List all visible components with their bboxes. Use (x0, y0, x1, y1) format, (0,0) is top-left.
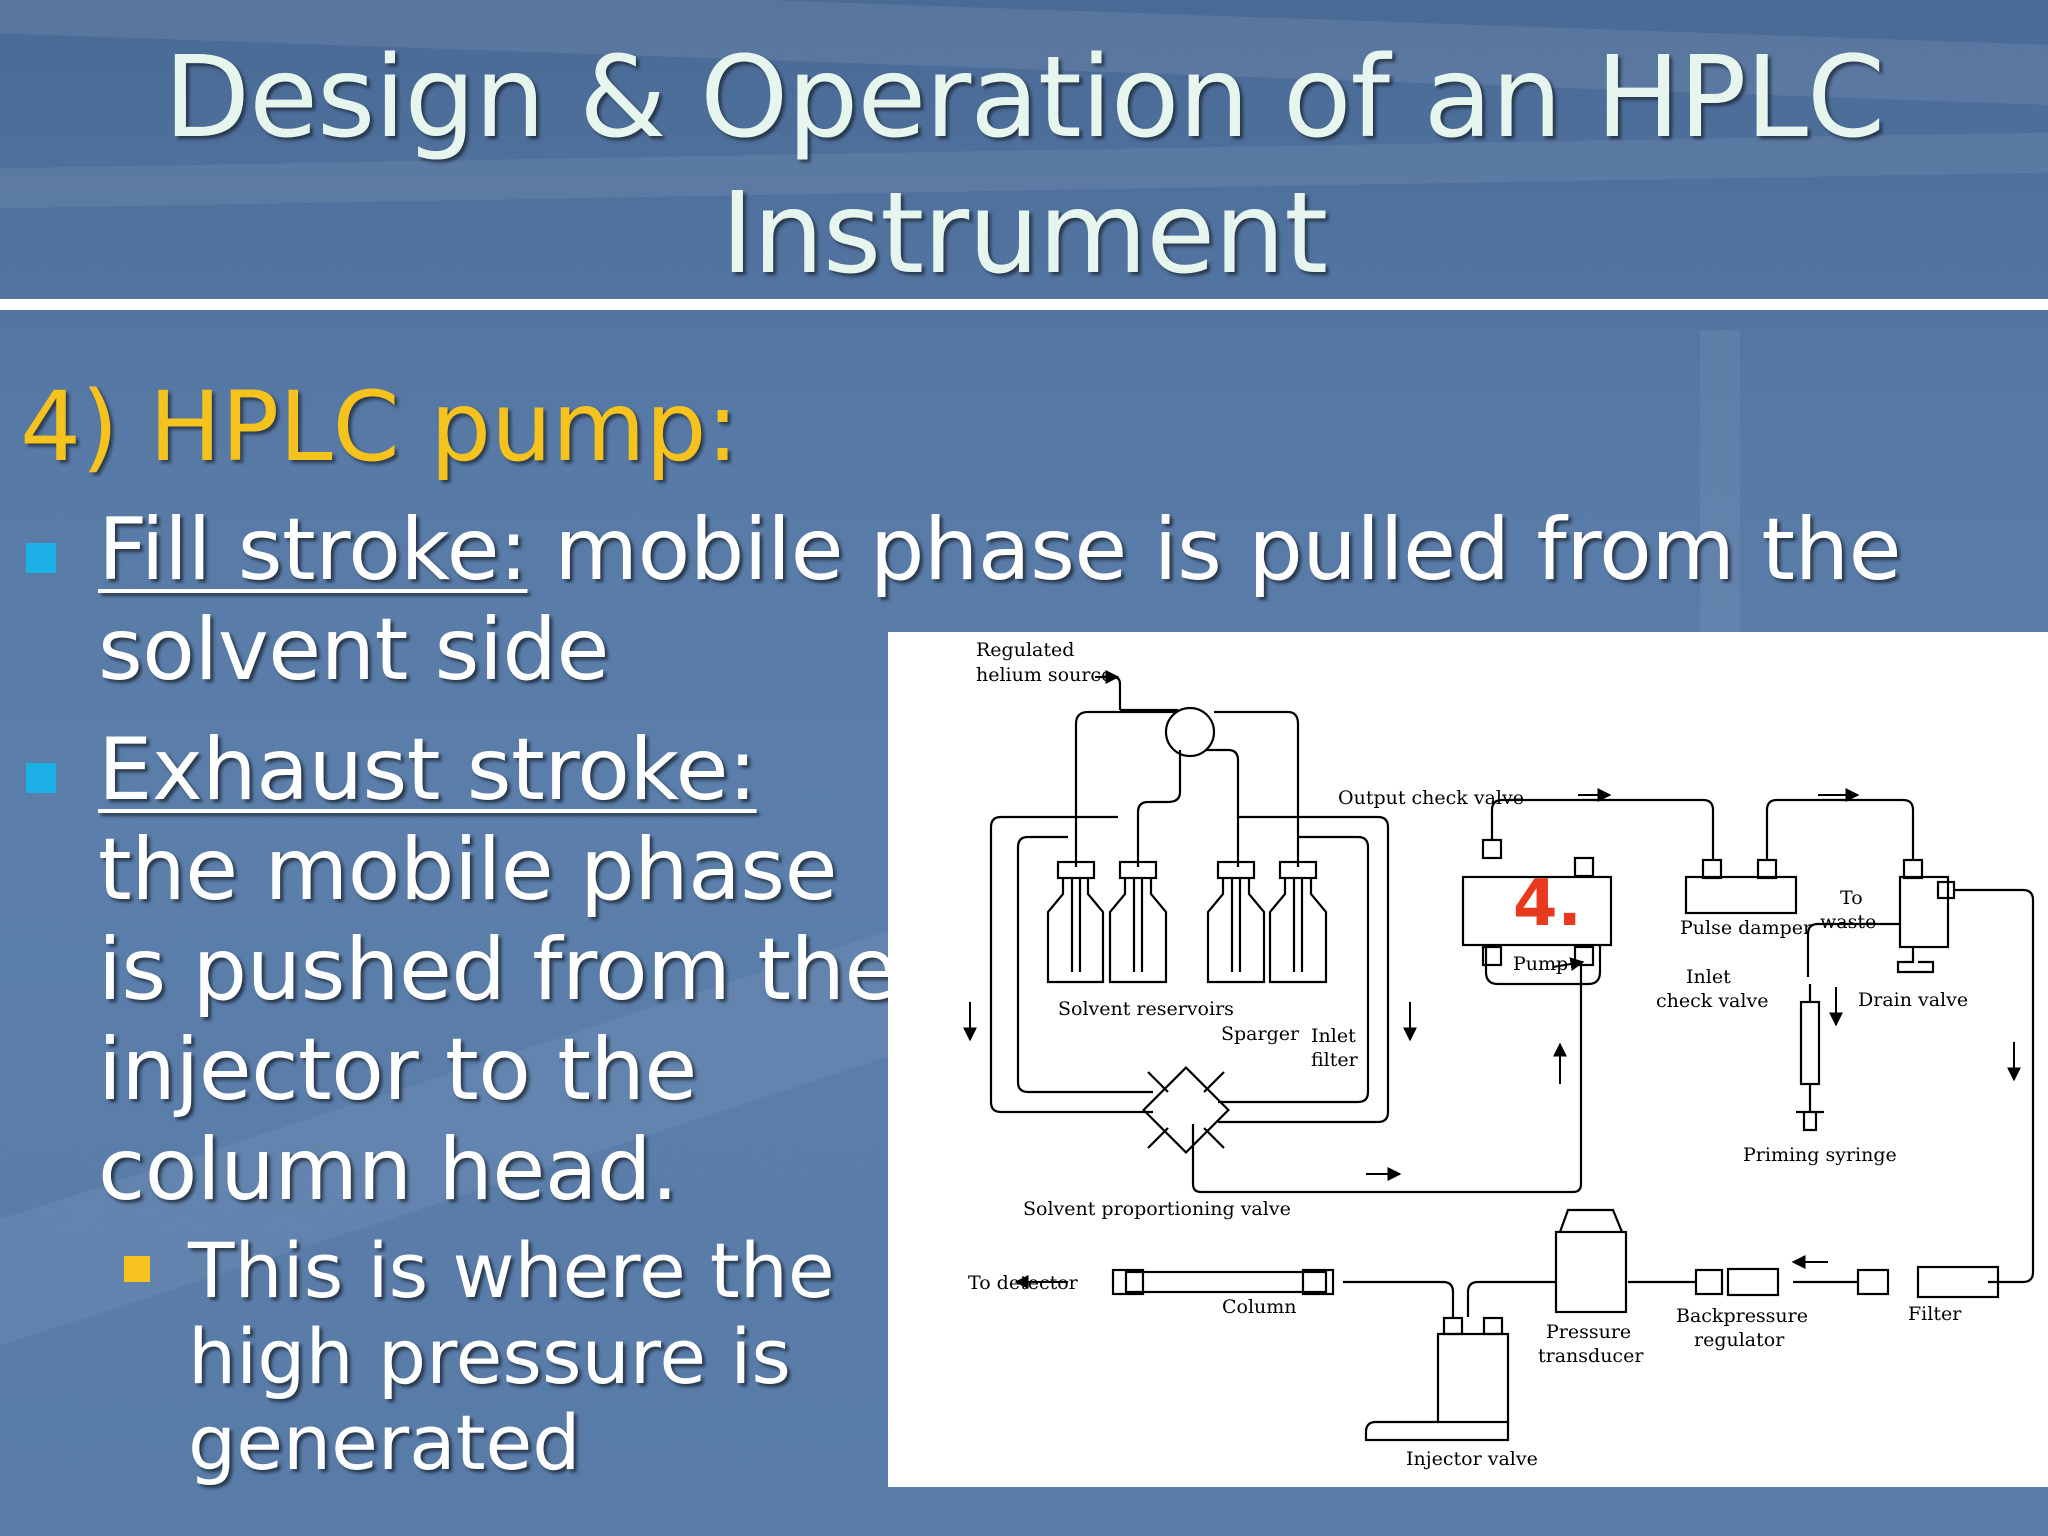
label-helium-2: helium source (976, 664, 1112, 686)
label-inlet-filter-2: filter (1311, 1049, 1359, 1071)
label-solvent-proportioning-valve: Solvent proportioning valve (1023, 1198, 1291, 1220)
filter-shape (1916, 1265, 2000, 1299)
bullet-square-icon (26, 543, 56, 573)
pump-inlet-line (1191, 962, 1583, 1194)
label-pump: Pump (1513, 953, 1568, 975)
label-to-waste-2: waste (1820, 911, 1876, 933)
solvent-line (1218, 815, 1390, 1124)
backpressure-regulator-shape (1726, 1267, 1780, 1297)
slide-title: Design & Operation of an HPLC Instrument (0, 30, 2048, 302)
label-solvent-reservoirs: Solvent reservoirs (1058, 998, 1234, 1020)
label-backpressure-1: Backpressure (1676, 1305, 1808, 1327)
label-filter: Filter (1908, 1303, 1962, 1325)
solvent-reservoir-bottles (1046, 860, 1328, 984)
title-divider (0, 299, 2048, 310)
label-priming-syringe: Priming syringe (1743, 1144, 1897, 1166)
bullet-fill-stroke-line2: solvent side (98, 600, 609, 700)
exhaust-line: column head. (98, 1120, 678, 1220)
exhaust-line: injector to the (98, 1020, 697, 1120)
slide-title-line2: Instrument (720, 169, 1328, 299)
fill-stroke-text: mobile phase is pulled from the (527, 500, 1902, 600)
pump-body (1461, 875, 1613, 947)
sub-bullet-line: generated (188, 1398, 581, 1487)
label-inlet-filter-1: Inlet (1311, 1025, 1356, 1047)
sub-bullet-square-icon (124, 1256, 150, 1282)
bullet-fill-stroke: Fill stroke: mobile phase is pulled from… (98, 500, 1902, 700)
pulse-damper (1684, 875, 1798, 915)
label-column: Column (1222, 1296, 1297, 1318)
hplc-schematic-diagram: Regulated helium source Output check val… (888, 632, 2048, 1487)
proportioning-valve-shape (1142, 1066, 1230, 1154)
exhaust-line: the mobile phase (98, 820, 837, 920)
section-heading: 4) HPLC pump: (20, 371, 739, 483)
label-pressure-transducer-2: transducer (1538, 1345, 1644, 1367)
bullet-exhaust-stroke: Exhaust stroke: the mobile phase is push… (98, 720, 897, 1220)
label-inlet-check-1: Inlet (1686, 966, 1731, 988)
label-drain-valve: Drain valve (1858, 989, 1968, 1011)
slide-title-line1: Design & Operation of an HPLC (163, 33, 1885, 163)
column-shape (1124, 1270, 1328, 1294)
label-pressure-transducer-1: Pressure (1546, 1321, 1631, 1343)
term-exhaust-stroke: Exhaust stroke: (98, 720, 757, 820)
gas-line (1136, 750, 1182, 867)
label-injector-valve: Injector valve (1406, 1448, 1538, 1470)
priming-syringe-shape (1796, 984, 1824, 1132)
label-output-check-valve: Output check valve (1338, 787, 1524, 809)
label-sparger: Sparger (1221, 1023, 1300, 1045)
solvent-line (989, 815, 1153, 1114)
sub-bullet-line: This is where the (188, 1226, 835, 1315)
helium-distributor (1164, 706, 1216, 758)
gas-line (1214, 710, 1300, 867)
label-pulse-damper: Pulse damper (1680, 917, 1813, 939)
solvent-line (1218, 835, 1370, 1104)
gas-line (1074, 710, 1176, 867)
term-fill-stroke: Fill stroke: (98, 500, 528, 600)
drain-valve (1898, 875, 1950, 949)
label-to-detector: To detector (968, 1272, 1079, 1294)
label-to-waste-1: To (1840, 887, 1863, 909)
label-helium-1: Regulated (976, 639, 1074, 661)
injector-valve-shape (1436, 1332, 1510, 1424)
sub-bullet-line: high pressure is (188, 1312, 791, 1401)
pressure-transducer-shape (1554, 1230, 1628, 1314)
label-inlet-check-2: check valve (1656, 990, 1768, 1012)
pump-number-4: 4. (1513, 867, 1582, 941)
bullet-fill-stroke-line1: Fill stroke: mobile phase is pulled from… (98, 500, 1902, 600)
gas-line (1206, 748, 1240, 867)
sub-bullet-high-pressure: This is where the high pressure is gener… (188, 1228, 835, 1486)
label-backpressure-2: regulator (1694, 1329, 1785, 1351)
solvent-line (1016, 835, 1153, 1094)
bullet-square-icon (26, 763, 56, 793)
exhaust-line: is pushed from the (98, 920, 897, 1020)
